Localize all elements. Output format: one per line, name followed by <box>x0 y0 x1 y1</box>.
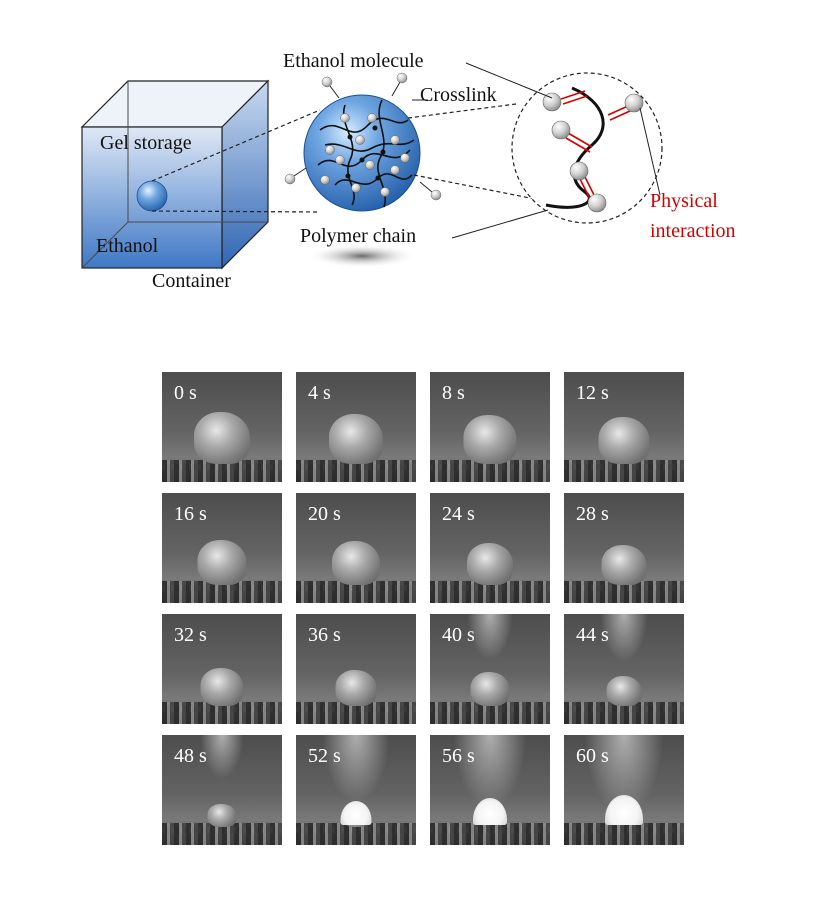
gel-storage-schematic <box>80 62 663 270</box>
gel-sample <box>463 415 517 464</box>
mesh-base <box>296 460 416 482</box>
mesh-base <box>430 823 550 845</box>
gel-sample <box>332 541 380 585</box>
mesh-base <box>162 581 282 603</box>
time-frame: 24 s <box>430 493 550 603</box>
flame <box>340 801 372 825</box>
flame-haze <box>600 614 648 662</box>
mesh-base <box>162 823 282 845</box>
time-label: 32 s <box>174 624 207 646</box>
mesh-base <box>430 581 550 603</box>
mesh-base <box>564 702 684 724</box>
gel-sample <box>197 540 247 585</box>
flame-haze <box>453 735 527 809</box>
time-frame: 16 s <box>162 493 282 603</box>
mesh-base <box>296 581 416 603</box>
mesh-base <box>564 823 684 845</box>
time-frame: 48 s <box>162 735 282 845</box>
label-ethanol: Ethanol <box>96 235 159 257</box>
time-frame: 52 s <box>296 735 416 845</box>
mesh-base <box>564 581 684 603</box>
gel-sample <box>200 668 244 706</box>
time-label: 24 s <box>442 503 475 525</box>
time-frame: 20 s <box>296 493 416 603</box>
label-physical: Physical <box>650 190 718 212</box>
mesh-base <box>430 702 550 724</box>
label-ethanol-molecule: Ethanol molecule <box>283 50 424 72</box>
time-frame: 8 s <box>430 372 550 482</box>
mesh-base <box>162 460 282 482</box>
time-frame: 32 s <box>162 614 282 724</box>
time-label: 12 s <box>576 382 609 404</box>
label-crosslink: Crosslink <box>420 84 497 106</box>
time-frame: 44 s <box>564 614 684 724</box>
time-label: 0 s <box>174 382 197 404</box>
label-container: Container <box>152 270 231 292</box>
mesh-base <box>296 702 416 724</box>
mesh-base <box>162 702 282 724</box>
time-frame: 60 s <box>564 735 684 845</box>
time-label: 56 s <box>442 745 475 767</box>
time-label: 36 s <box>308 624 341 646</box>
time-label: 16 s <box>174 503 207 525</box>
gel-sphere-large <box>303 94 421 212</box>
time-label: 44 s <box>576 624 609 646</box>
time-frame: 4 s <box>296 372 416 482</box>
gel-sample <box>467 543 513 585</box>
combustion-time-lapse-grid: 0 s 4 s 8 s 12 s 16 s 20 s 24 s 28 s 32 s 36 s 40 … <box>162 372 684 846</box>
gel-sample <box>601 545 647 585</box>
time-label: 52 s <box>308 745 341 767</box>
time-label: 20 s <box>308 503 341 525</box>
time-frame: 40 s <box>430 614 550 724</box>
time-frame: 0 s <box>162 372 282 482</box>
label-interaction: interaction <box>650 220 736 242</box>
time-frame: 36 s <box>296 614 416 724</box>
label-gel-storage: Gel storage <box>100 132 192 154</box>
time-label: 60 s <box>576 745 609 767</box>
time-label: 4 s <box>308 382 331 404</box>
gel-sample <box>207 804 237 827</box>
time-frame: 12 s <box>564 372 684 482</box>
flame-haze <box>200 735 244 779</box>
time-label: 48 s <box>174 745 207 767</box>
label-polymer-chain: Polymer chain <box>300 225 417 247</box>
gel-sample <box>470 672 510 706</box>
container-box <box>80 79 270 270</box>
gel-sample <box>335 670 377 706</box>
mesh-base <box>296 823 416 845</box>
time-frame: 28 s <box>564 493 684 603</box>
flame <box>473 798 507 825</box>
time-frame: 56 s <box>430 735 550 845</box>
zoom-circle <box>511 72 663 224</box>
gel-sphere-small <box>136 180 168 212</box>
mesh-base <box>430 460 550 482</box>
mesh-base <box>564 460 684 482</box>
gel-sample <box>329 414 383 464</box>
gel-sample <box>606 676 642 706</box>
time-label: 8 s <box>442 382 465 404</box>
gel-sample <box>598 417 650 464</box>
escaping-molecules <box>284 72 442 201</box>
flame-haze <box>467 614 513 660</box>
time-label: 28 s <box>576 503 609 525</box>
gel-sample <box>194 412 250 464</box>
time-label: 40 s <box>442 624 475 646</box>
sphere-shadow <box>307 244 417 268</box>
flame-haze <box>322 735 390 803</box>
